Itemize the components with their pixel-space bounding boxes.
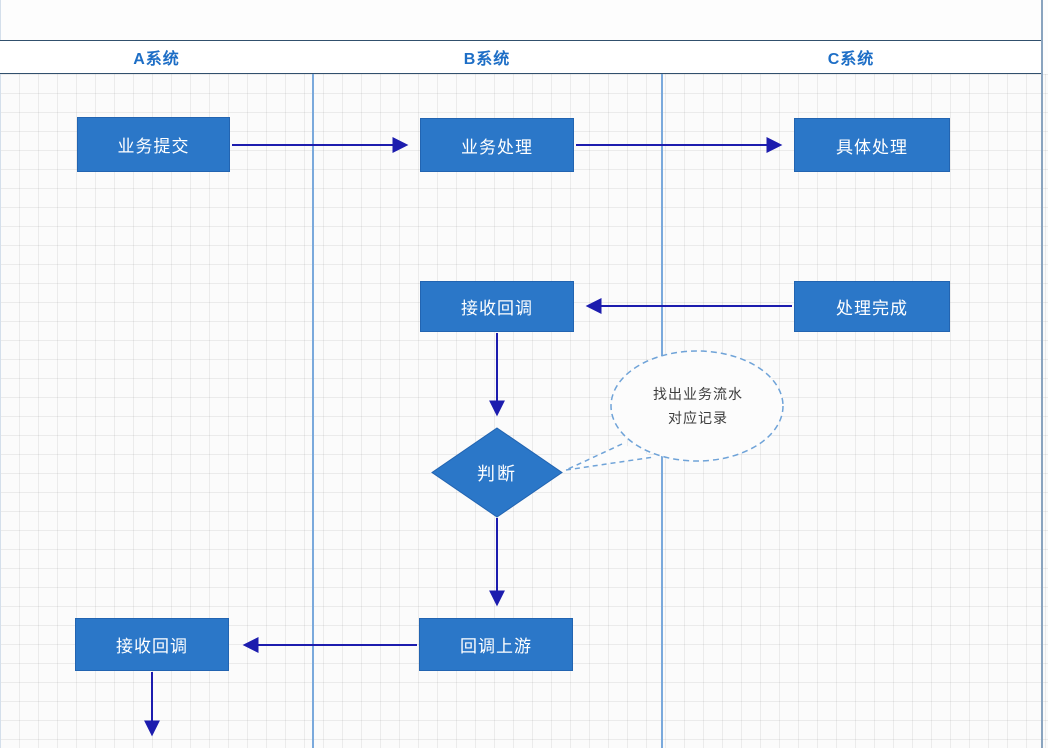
node-receive-callback-b: 接收回调: [420, 281, 574, 332]
callout-note-line1: 找出业务流水: [653, 386, 743, 403]
lane-title-b-system: B系统: [463, 51, 511, 68]
page-right-edge-line: [1041, 0, 1043, 748]
judge-diamond-label: 判断: [477, 463, 517, 484]
node-handling-complete: 处理完成: [794, 281, 950, 332]
node-business-process: 业务处理: [420, 118, 574, 172]
page-left-edge-line: [0, 0, 1, 748]
node-specific-handling: 具体处理: [794, 118, 950, 172]
callout-note-line2: 对应记录: [668, 410, 728, 426]
lane-title-c-system: C系统: [827, 51, 875, 68]
callout-note-text: 找出业务流水 对应记录: [612, 382, 784, 432]
lane-divider-a-b: [312, 40, 314, 748]
node-business-submit: 业务提交: [77, 117, 230, 172]
node-receive-callback-a: 接收回调: [75, 618, 229, 671]
node-callback-upstream: 回调上游: [419, 618, 573, 671]
lane-title-a-system: A系统: [133, 51, 180, 68]
swimlane-header: A系统 B系统 C系统: [0, 40, 1041, 74]
